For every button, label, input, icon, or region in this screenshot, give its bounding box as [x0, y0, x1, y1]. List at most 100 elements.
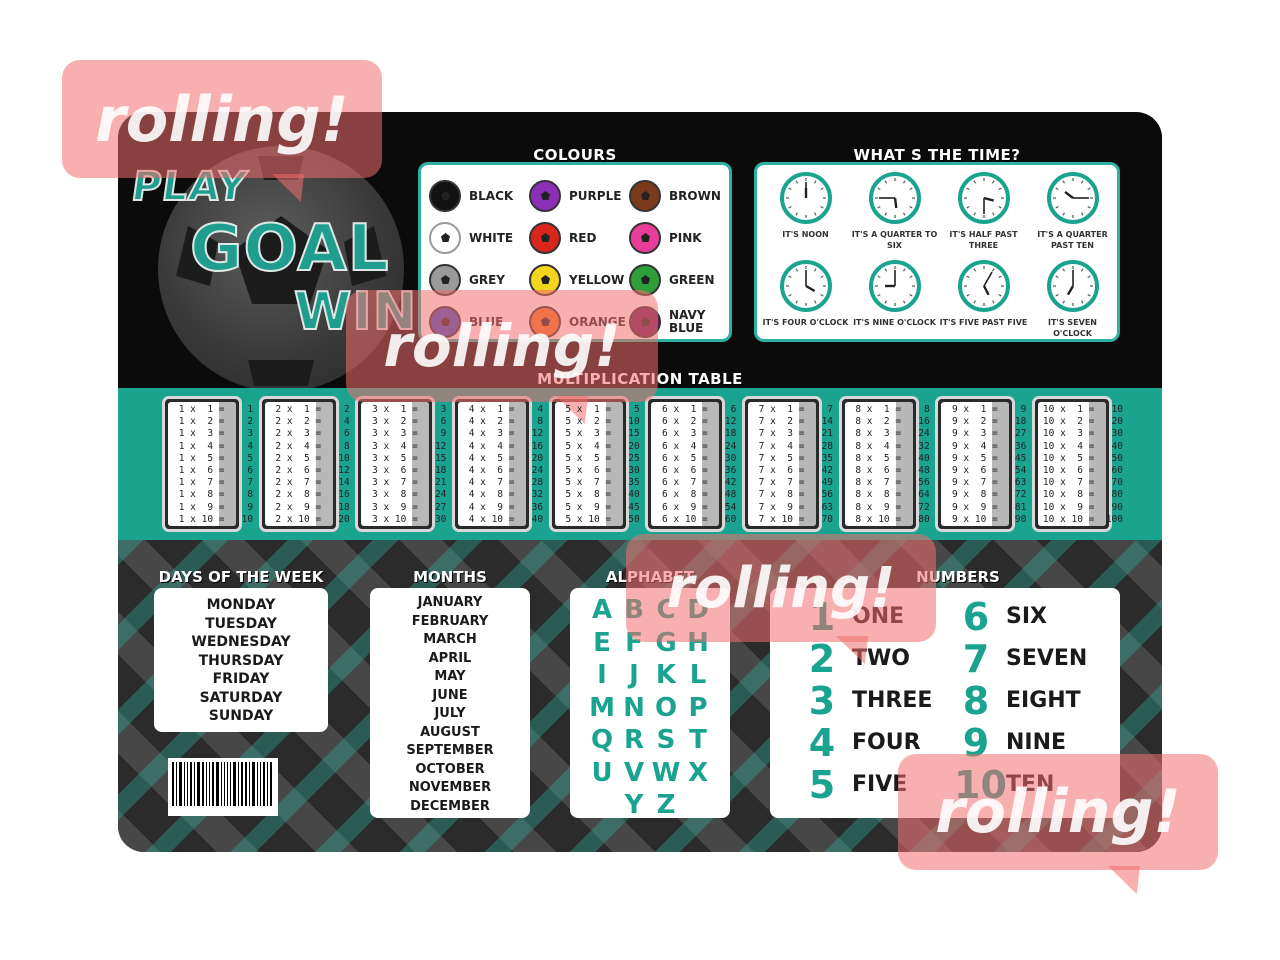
multiplication-row: 7 x 4 = 28 [752, 440, 834, 452]
multiplication-row: 3 x 3 = 9 [366, 428, 447, 440]
months-title: MONTHS [413, 568, 487, 586]
barcode-bar [241, 762, 244, 806]
multiplication-row: 4 x 8 = 32 [462, 489, 544, 501]
colour-label: PURPLE [569, 188, 622, 203]
hour-hand [1066, 285, 1074, 296]
month-item: DECEMBER [410, 798, 490, 814]
multiplication-row: 7 x 10 = 70 [752, 513, 834, 525]
colour-label: BLACK [469, 188, 514, 203]
alphabet-letter: I [597, 660, 607, 690]
multiplication-row: 2 x 2 = 4 [269, 416, 350, 428]
colour-label: NAVY BLUE [669, 308, 706, 335]
clock-icon [957, 260, 1010, 312]
multiplication-row: 5 x 7 = 35 [559, 477, 640, 489]
multiplication-row: 9 x 8 = 72 [946, 489, 1027, 501]
multiplication-row: 9 x 1 = 9 [946, 404, 1027, 415]
barcode-bar [257, 762, 259, 806]
alphabet-letter [586, 789, 618, 822]
multiplication-row: 5 x 5 = 25 [559, 452, 640, 464]
multiplication-row: 7 x 3 = 21 [752, 428, 834, 440]
barcode-bar [183, 762, 185, 806]
multiplication-row: 3 x 9 = 27 [366, 501, 447, 513]
clock-icon [1046, 172, 1099, 224]
watermark: rolling! [626, 534, 936, 642]
multiplication-table-body: 4 x 1 = 4 4 x 2 = 8 4 x 3 = 12 4 x 4 = 1… [457, 402, 544, 526]
alphabet-letter: S [656, 725, 676, 755]
multiplication-table: 3 x 1 = 3 3 x 2 = 6 3 x 3 = 9 3 x 4 = 12… [355, 396, 447, 532]
soccer-ball-icon [529, 180, 561, 212]
day-item: SUNDAY [208, 708, 274, 724]
multiplication-row: 10 x 8 = 80 [1042, 489, 1123, 501]
barcode-bar [223, 762, 226, 806]
colours-title: COLOURS [533, 146, 617, 164]
minute-hand [982, 271, 993, 287]
barcode-bar [252, 762, 256, 806]
multiplication-table-body: 3 x 1 = 3 3 x 2 = 6 3 x 3 = 9 3 x 4 = 12… [361, 402, 447, 526]
multiplication-table-body: 9 x 1 = 9 9 x 2 = 18 9 x 3 = 27 9 x 4 = … [941, 402, 1027, 526]
barcode-bar [233, 762, 237, 806]
clock-cell: IT'S SEVEN O'CLOCK [1028, 259, 1117, 339]
multiplication-row: 9 x 7 = 63 [946, 477, 1027, 489]
hour-hand [1063, 190, 1074, 199]
time-title: WHAT S THE TIME? [853, 146, 1021, 164]
multiplication-table: 5 x 1 = 5 5 x 2 = 10 5 x 3 = 15 5 x 4 = … [548, 396, 640, 532]
hour-hand [982, 285, 990, 296]
multiplication-row: 5 x 2 = 10 [559, 416, 640, 428]
multiplication-row: 3 x 1 = 3 [366, 404, 447, 415]
multiplication-row: 3 x 7 = 21 [366, 477, 447, 489]
barcode-bar [215, 762, 219, 806]
alphabet-letter: M [589, 692, 615, 723]
multiplication-row: 10 x 10 = 100 [1042, 513, 1123, 525]
number-digit: 8 [962, 679, 990, 723]
alphabet-letter: A [591, 595, 613, 625]
soccer-ball-icon [529, 222, 561, 254]
month-item: NOVEMBER [408, 780, 492, 795]
multiplication-row: 10 x 1 = 10 [1042, 404, 1123, 415]
hour-hand [893, 197, 897, 209]
barcode-bar [208, 762, 210, 806]
placemat: PLAY GOAL WIN COLOURS BLACKPURPLEBROWNWH… [118, 112, 1162, 852]
logo-goal: GOAL [189, 211, 390, 287]
multiplication-row: 5 x 8 = 40 [559, 489, 640, 501]
multiplication-row: 9 x 4 = 36 [946, 440, 1027, 452]
barcode-bar [178, 762, 182, 806]
clock-label: IT'S NOON [782, 230, 829, 239]
multiplication-row: 7 x 7 = 49 [752, 477, 834, 489]
soccer-ball-icon [429, 180, 461, 212]
clock-label: IT'S SEVEN O'CLOCK [1047, 318, 1097, 338]
multiplication-row: 6 x 1 = 6 [656, 404, 737, 415]
multiplication-row: 5 x 4 = 20 [559, 440, 640, 452]
barcode-bar [186, 762, 188, 806]
multiplication-table: 8 x 1 = 8 8 x 2 = 16 8 x 3 = 24 8 x 4 = … [838, 396, 930, 532]
soccer-ball-icon [629, 180, 661, 212]
alphabet-letter: P [688, 692, 708, 723]
multiplication-row: 3 x 10 = 30 [366, 513, 447, 525]
number-word: SEVEN [1006, 646, 1088, 671]
multiplication-row: 1 x 8 = 8 [173, 489, 254, 501]
barcode-bar [205, 762, 207, 806]
multiplication-row: 4 x 4 = 16 [462, 440, 544, 452]
alphabet-letter: U [591, 757, 613, 788]
multiplication-row: 8 x 4 = 32 [849, 440, 930, 452]
multiplication-row: 10 x 9 = 90 [1042, 501, 1123, 513]
month-item: JANUARY [417, 595, 483, 610]
multiplication-row: 2 x 6 = 12 [269, 464, 350, 476]
clock-label: IT'S A QUARTER PAST TEN [1037, 230, 1108, 250]
alphabet-letter: J [629, 660, 639, 690]
multiplication-table: 1 x 1 = 1 1 x 2 = 2 1 x 3 = 3 1 x 4 = 4 … [162, 396, 254, 532]
clock-label: IT'S FOUR O'CLOCK [762, 318, 849, 327]
multiplication-row: 1 x 4 = 4 [173, 440, 254, 452]
multiplication-row: 6 x 9 = 54 [656, 501, 737, 513]
multiplication-row: 6 x 5 = 30 [656, 452, 737, 464]
clock-icon [779, 260, 832, 312]
multiplication-row: 2 x 4 = 8 [269, 440, 350, 452]
colour-label: YELLOW [569, 272, 625, 287]
multiplication-row: 9 x 3 = 27 [946, 428, 1027, 440]
multiplication-row: 5 x 1 = 5 [559, 404, 640, 415]
multiplication-row: 1 x 3 = 3 [173, 428, 254, 440]
colour-item: WHITE [429, 217, 529, 259]
